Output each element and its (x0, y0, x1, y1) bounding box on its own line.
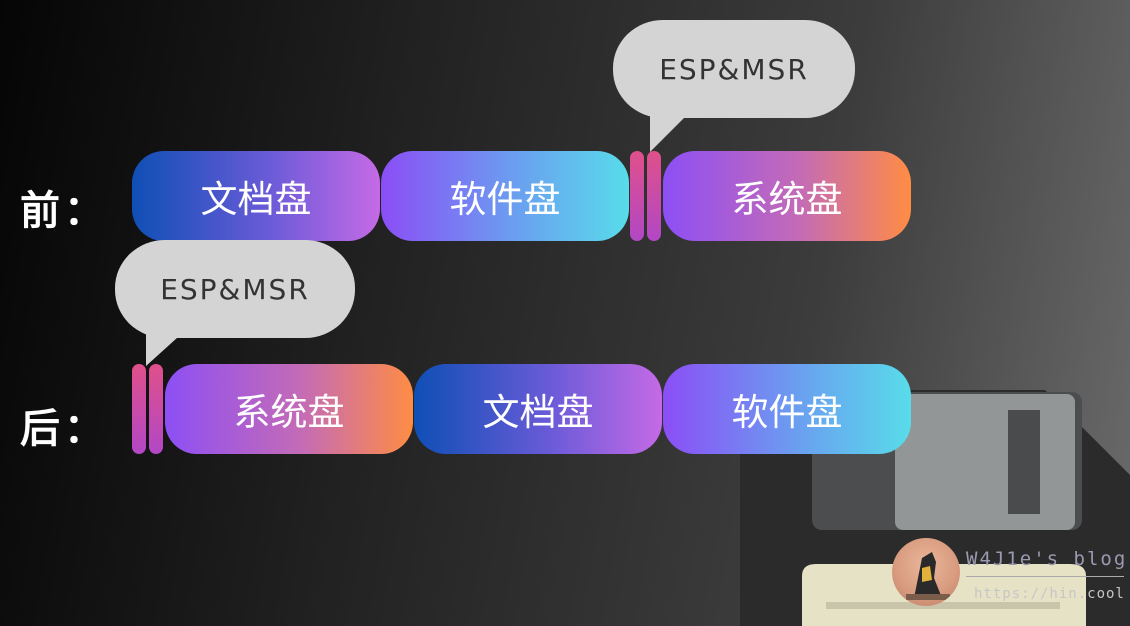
partition-esp-after (132, 364, 146, 454)
partition-doc-after: 文档盘 (414, 364, 662, 454)
divider (966, 576, 1124, 577)
partition-msr-after (149, 364, 163, 454)
partition-soft-after: 软件盘 (663, 364, 911, 454)
partition-sys-before: 系统盘 (663, 151, 911, 241)
callout-esp-msr-after: ESP&MSR (115, 240, 355, 338)
callout-esp-msr-before: ESP&MSR (613, 20, 855, 118)
partition-sys-after: 系统盘 (165, 364, 413, 454)
blog-url: https://hin.cool (974, 586, 1125, 602)
partition-soft-before: 软件盘 (381, 151, 629, 241)
row-label-after: 后： (20, 405, 108, 452)
blog-name: W4J1e's blog (966, 548, 1128, 570)
partition-msr-before (647, 151, 661, 241)
row-label-before: 前： (20, 187, 108, 234)
bubble-tail (650, 112, 690, 152)
partition-doc-before: 文档盘 (132, 151, 380, 241)
avatar (892, 538, 960, 606)
partition-esp-before (630, 151, 644, 241)
